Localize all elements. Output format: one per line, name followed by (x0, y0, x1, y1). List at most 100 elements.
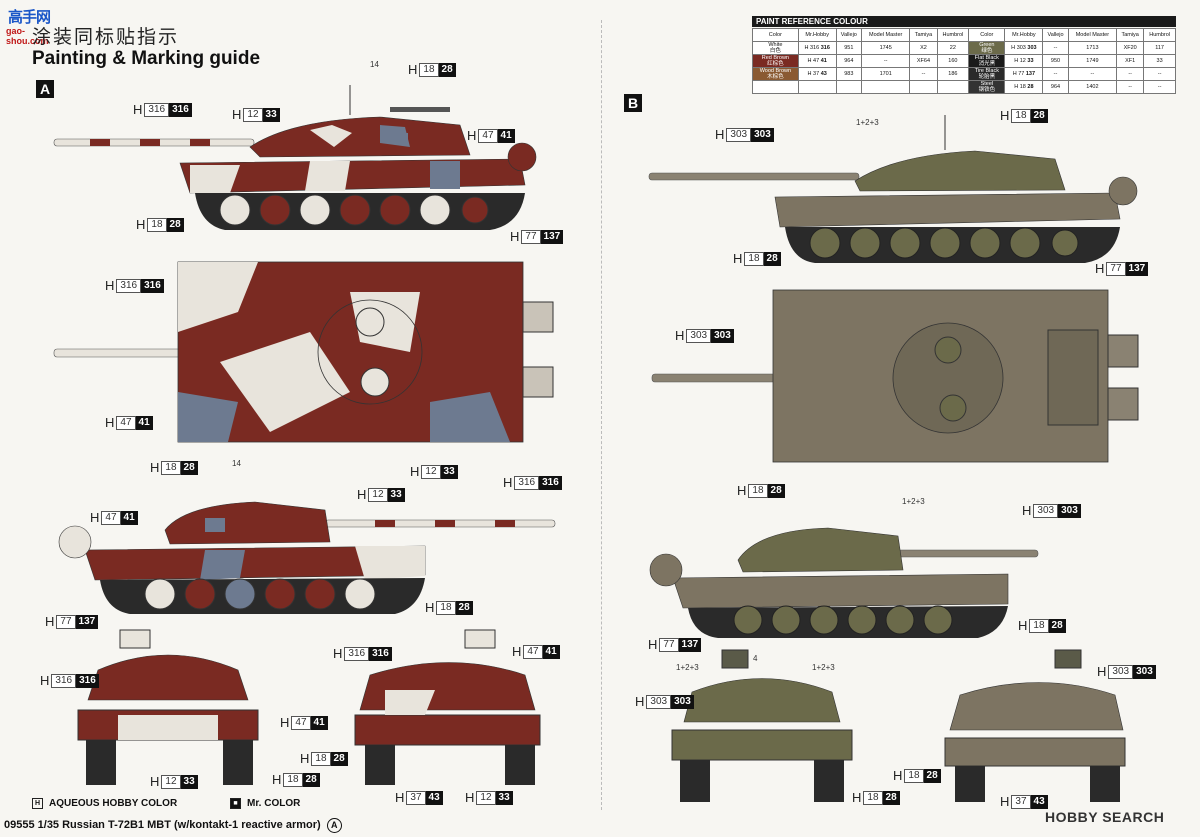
paint-tamiya: -- (1116, 67, 1145, 81)
turret-top (317, 299, 423, 405)
callout-h: H (136, 217, 146, 232)
th-vallejo-r: Vallejo (1042, 28, 1069, 42)
callout-mr-code: 41 (542, 644, 560, 659)
turret-top-b (892, 322, 1004, 434)
callout-hobby-code: 77 (659, 637, 679, 652)
legend-aqueous-symbol: H (32, 798, 43, 809)
callout-hobby-code: 18 (147, 217, 167, 232)
callout-h: H (45, 614, 55, 629)
callout-hobby-code: 12 (368, 487, 388, 502)
road-wheels-r (144, 578, 376, 610)
callout-hobby-code: 18 (283, 772, 303, 787)
callout-h: H (465, 790, 475, 805)
callout-hobby-code: 316 (344, 646, 370, 661)
callout-mr-code: 316 (76, 673, 99, 688)
paint-humbrol: 33 (1143, 54, 1176, 68)
callout-hobby-code: 18 (744, 251, 764, 266)
callout-mr-code: 41 (497, 128, 515, 143)
paint-mrhobby: H 77 137 (1004, 67, 1044, 81)
paint-vallejo: 951 (835, 41, 863, 55)
callout-h: H (1095, 261, 1105, 276)
paint-tamiya: XF20 (1116, 41, 1145, 55)
note-14: 14 (232, 459, 241, 468)
callout-mr-code: 33 (180, 774, 198, 789)
callout-h: H (425, 600, 435, 615)
callout-hobby-code: 316 (51, 673, 77, 688)
paint-modelmaster: -- (861, 54, 911, 68)
paint-mrhobby: H 303 303 (1004, 41, 1044, 55)
callout-h: H (737, 483, 747, 498)
callout-h: H (675, 328, 685, 343)
paint-tamiya: XF1 (1116, 54, 1145, 68)
footer-text: 09555 1/35 Russian T-72B1 MBT (w/kontakt… (4, 819, 321, 831)
th-mrhobby: Mr.Hobby (797, 28, 837, 42)
callout-hobby-code: 47 (101, 510, 121, 525)
legend-mr-color: ■ Mr. COLOR (230, 798, 300, 809)
paint-mrhobby: H 316 316 (797, 41, 837, 55)
callout-mr-code: 33 (440, 464, 458, 479)
callout-hobby-code: 316 (514, 475, 540, 490)
hobby-search-watermark: HOBBY SEARCH (1045, 809, 1165, 825)
turret-b (854, 150, 1066, 192)
callout-h: H (733, 251, 743, 266)
callout-h: H (150, 460, 160, 475)
note-123: 1+2+3 (856, 118, 879, 127)
th-modelmaster-r: Model Master (1067, 28, 1118, 42)
note-14: 14 (370, 60, 379, 69)
callout-mr-code: 28 (166, 217, 184, 232)
site-logo-url: gao-shou.com (6, 26, 49, 46)
callout-h: H (635, 694, 645, 709)
callout-mr-code: 41 (120, 510, 138, 525)
callout-h: H (280, 715, 290, 730)
tank-a-top-view (53, 261, 554, 443)
callout-hobby-code: 18 (419, 62, 439, 77)
paint-modelmaster: 1745 (861, 41, 911, 55)
callout-h: H (467, 128, 477, 143)
callout-h: H (272, 772, 282, 787)
callout-h: H (503, 475, 513, 490)
paint-vallejo: 983 (835, 67, 863, 81)
legend-mr-label: Mr. COLOR (247, 798, 301, 809)
callout-hobby-code: 18 (161, 460, 181, 475)
callout-hobby-code: 47 (116, 415, 136, 430)
callout-mr-code: 28 (767, 483, 785, 498)
callout-mr-code: 137 (1125, 261, 1149, 276)
callout-mr-code: 303 (1058, 503, 1081, 518)
callout-h: H (1018, 618, 1028, 633)
callout-h: H (410, 464, 420, 479)
callout-mr-code: 43 (425, 790, 443, 805)
th-vallejo: Vallejo (835, 28, 863, 42)
callout-mr-code: 316 (141, 278, 164, 293)
callout-mr-code: 137 (678, 637, 702, 652)
paint-modelmaster: 1713 (1067, 41, 1118, 55)
note-4: 4 (753, 654, 758, 663)
callout-mr-code: 28 (763, 251, 781, 266)
callout-hobby-code: 47 (291, 715, 311, 730)
callout-h: H (133, 102, 143, 117)
footer-circle-letter: A (326, 818, 342, 833)
th-mrhobby-r: Mr.Hobby (1004, 28, 1044, 42)
paint-tamiya: -- (909, 67, 938, 81)
tank-a-rear-view (354, 629, 541, 785)
paint-vallejo: 950 (1042, 54, 1069, 68)
callout-h: H (852, 790, 862, 805)
callout-mr-code: 41 (310, 715, 328, 730)
callout-mr-code: 28 (923, 768, 941, 783)
